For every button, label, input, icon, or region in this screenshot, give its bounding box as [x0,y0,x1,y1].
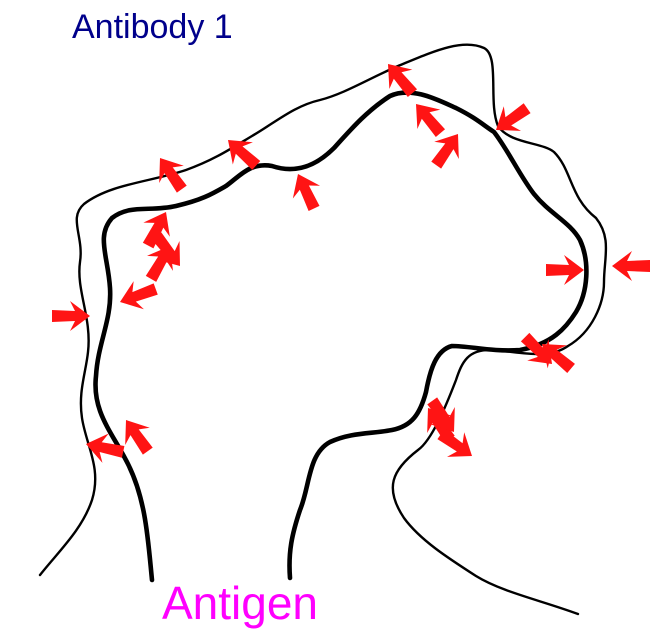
binding-arrow [284,168,327,215]
binding-arrow [546,255,584,285]
binding-arrow [424,125,470,173]
antibody-strand [40,45,606,614]
binding-arrow [612,251,650,281]
binding-arrow [115,275,161,316]
antigen-label: Antigen [162,580,318,626]
binding-arrow [148,149,194,197]
antibody-label: Antibody 1 [72,10,233,44]
